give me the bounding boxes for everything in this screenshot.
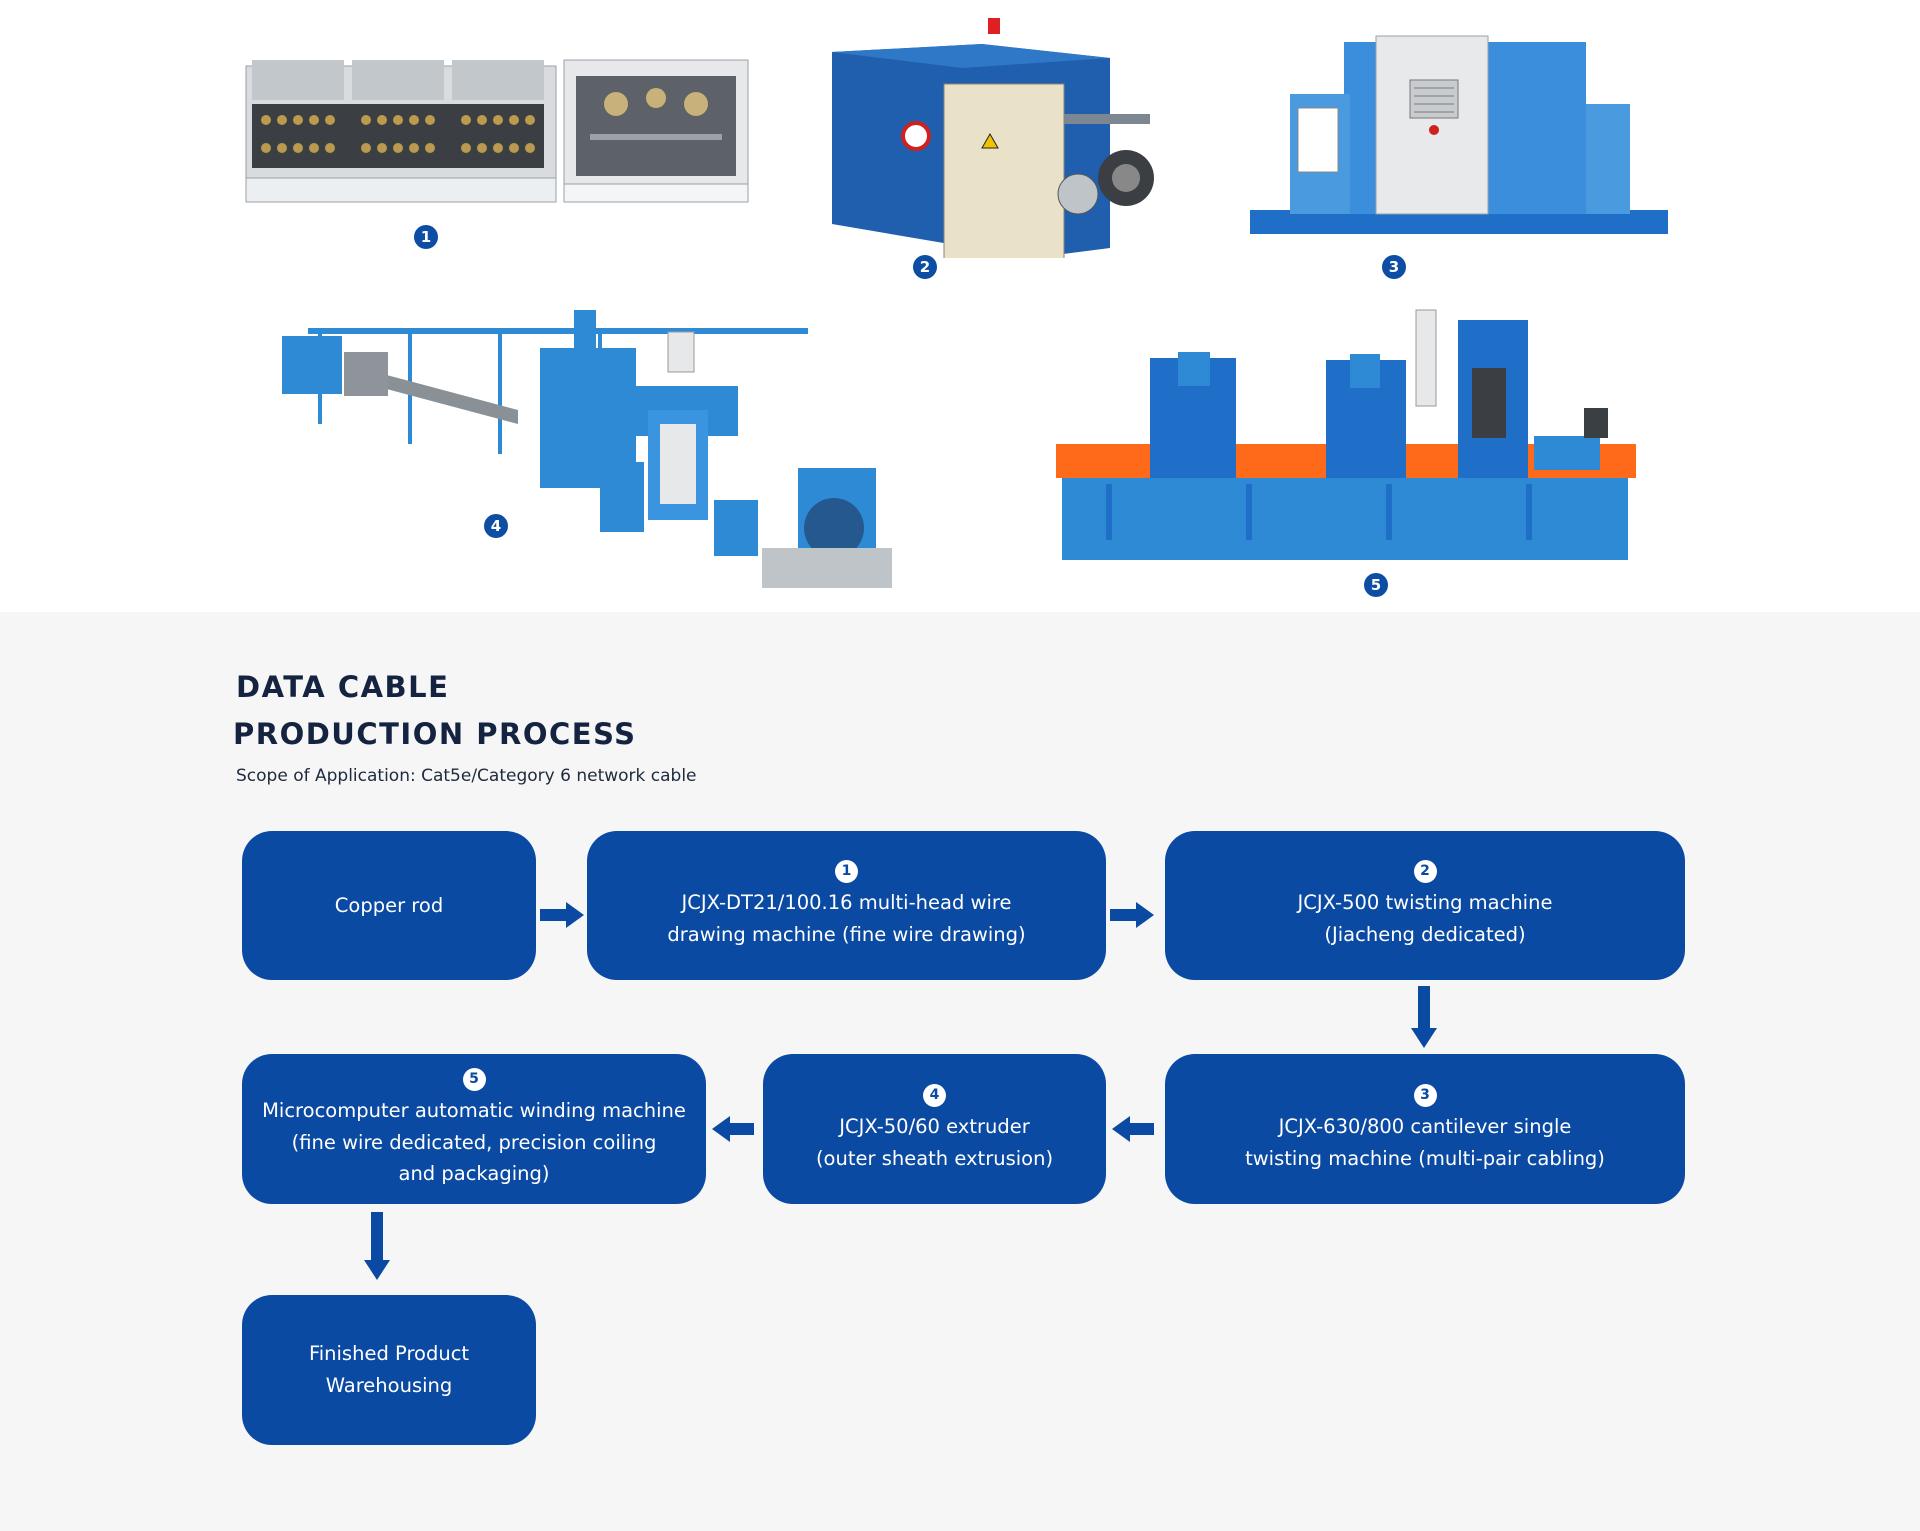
arrow-right-icon — [540, 902, 584, 928]
arrow-down-icon — [364, 1212, 390, 1280]
step-extruder: 4 JCJX-50/60 extruder (outer sheath extr… — [763, 1054, 1106, 1204]
step-label: Finished Product Warehousing — [308, 1342, 470, 1397]
gallery-badge-2: 2 — [913, 255, 937, 279]
step-number: 4 — [923, 1083, 946, 1107]
gallery-badge-4: 4 — [484, 514, 508, 538]
machine-image-winding — [1056, 309, 1636, 560]
page-title-line1: DATA CABLE — [236, 670, 450, 704]
step-number: 2 — [1413, 860, 1437, 884]
step-label: JCJX-DT21/100.16 multi-head wire drawing… — [667, 891, 1026, 946]
machine-image-twisting — [832, 18, 1154, 258]
step-label: JCJX-50/60 extruder (outer sheath extrus… — [815, 1114, 1054, 1170]
page-subtitle: Scope of Application: Cat5e/Category 6 n… — [236, 766, 697, 786]
step-winding: 5 Microcomputer automatic winding machin… — [242, 1054, 706, 1204]
step-cantilever: 3 JCJX-630/800 cantilever single twistin… — [1165, 1054, 1685, 1204]
arrow-left-icon — [1112, 1116, 1154, 1142]
step-label: JCJX-500 twisting machine (Jiacheng dedi… — [1297, 891, 1553, 946]
step-label: Microcomputer automatic winding machine … — [262, 1099, 686, 1186]
machine-image-cantilever — [1250, 35, 1668, 234]
step-number: 5 — [462, 1068, 486, 1092]
arrow-down-icon — [1411, 986, 1437, 1048]
gallery-badge-1: 1 — [414, 225, 438, 249]
step-warehousing: Finished Product Warehousing — [242, 1295, 536, 1445]
step-label: Copper rod — [334, 893, 444, 917]
step-wire-drawing: 1 JCJX-DT21/100.16 multi-head wire drawi… — [587, 831, 1106, 980]
step-copper-rod: Copper rod — [242, 831, 536, 980]
step-number: 1 — [835, 860, 858, 884]
machine-image-wire-drawing — [245, 59, 749, 203]
arrow-left-icon — [712, 1116, 754, 1142]
machine-gallery: 1 2 3 4 5 — [0, 0, 1920, 612]
step-number: 3 — [1413, 1083, 1437, 1107]
gallery-badge-5: 5 — [1364, 573, 1388, 597]
step-label: JCJX-630/800 cantilever single twisting … — [1245, 1114, 1605, 1170]
gallery-badge-3: 3 — [1382, 255, 1406, 279]
machine-image-extruder-line — [282, 310, 892, 588]
page-title-line2: PRODUCTION PROCESS — [233, 717, 637, 751]
arrow-right-icon — [1110, 902, 1154, 928]
step-twisting: 2 JCJX-500 twisting machine (Jiacheng de… — [1165, 831, 1685, 980]
